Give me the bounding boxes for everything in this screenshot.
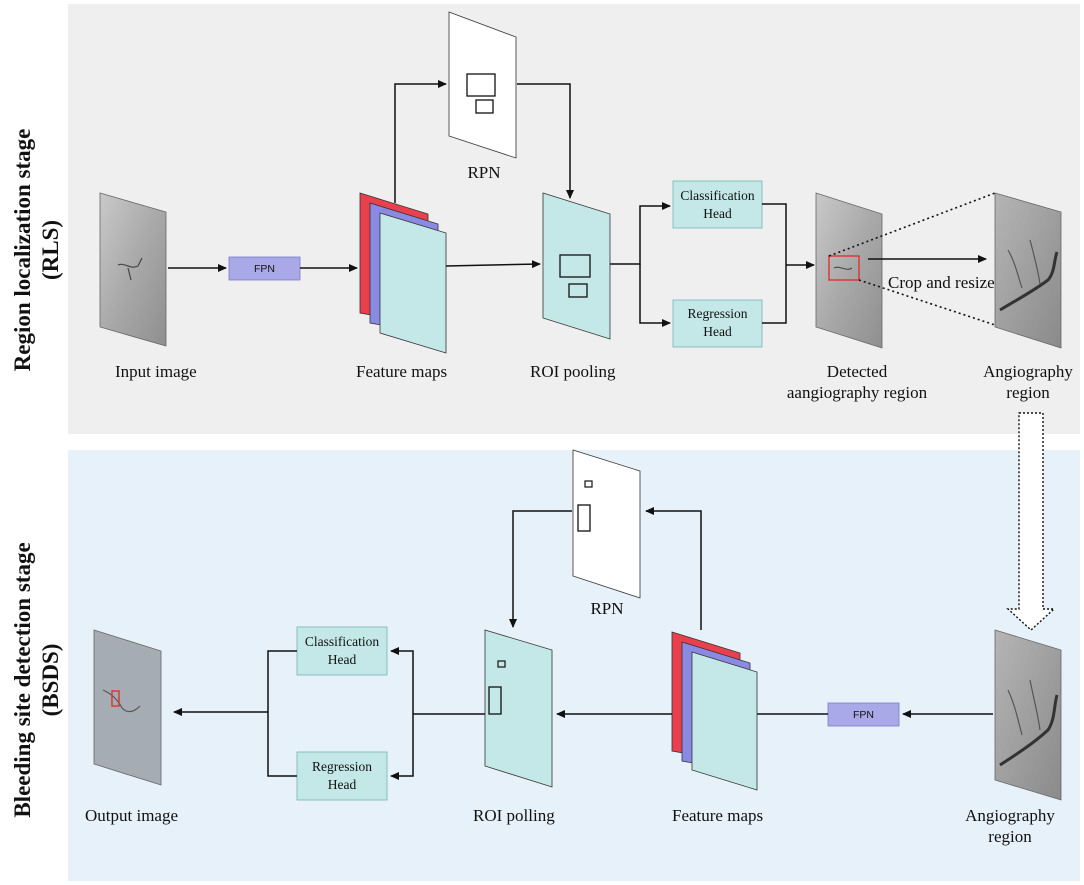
bsds-fpn-label: FPN: [853, 709, 874, 721]
bsds-output-image: [93, 629, 162, 786]
rls-cls-head-line1: Classification: [680, 188, 754, 203]
bsds-angio-label-2: region: [988, 827, 1032, 846]
rls-cls-head-line2: Head: [703, 206, 732, 221]
bsds-arrow-roi-reg: [390, 714, 414, 780]
bsds-roi-label: ROI polling: [473, 806, 555, 825]
svg-text:Bleeding site detection stage: Bleeding site detection stage: [10, 542, 35, 817]
svg-text:(RLS): (RLS): [38, 220, 63, 280]
rls-stage-title: Region localization stage (RLS): [10, 129, 63, 372]
rls-rpn: [448, 11, 517, 159]
bsds-cls-head-line2: Head: [328, 652, 357, 667]
rls-detected-label-1: Detected: [827, 362, 888, 381]
bsds-angiography-image: [994, 629, 1062, 801]
rls-arrow-maps-rpn: [394, 80, 447, 203]
rls-detected-label-2: aangiography region: [787, 383, 928, 402]
bsds-angio-label-1: Angiography: [965, 806, 1055, 825]
rls-roi-pooling: [542, 192, 611, 340]
bsds-arrow-roi-cls: [390, 647, 414, 714]
rls-reg-head-line2: Head: [703, 324, 732, 339]
bsds-stage-title: Bleeding site detection stage (BSDS): [10, 542, 63, 817]
bsds-merge-heads: [267, 650, 297, 777]
rls-arrow-roi-reg: [639, 264, 671, 327]
svg-text:Region localization stage: Region localization stage: [10, 129, 35, 372]
rls-detected-image: [815, 192, 883, 349]
rls-zoom-line-bottom: [858, 279, 996, 326]
bsds-reg-head-line2: Head: [328, 777, 357, 792]
bsds-rpn-label: RPN: [590, 599, 623, 618]
rls-merge-cls: [762, 203, 787, 324]
bsds-rpn: [572, 449, 641, 599]
bsds-roi-polling: [484, 629, 553, 788]
bsds-reg-head-line1: Regression: [312, 759, 372, 774]
rls-roi-label: ROI pooling: [530, 362, 616, 381]
rls-input-label: Input image: [115, 362, 197, 381]
bsds-classification-head: [296, 626, 388, 676]
rls-angiography-image: [994, 192, 1062, 349]
bsds-feature-maps: [671, 631, 758, 791]
rls-rpn-label: RPN: [467, 163, 500, 182]
rls-feature-maps: [359, 192, 447, 354]
rls-regression-head: [672, 299, 763, 348]
svg-text:(BSDS): (BSDS): [38, 644, 63, 717]
rls-classification-head: [672, 180, 763, 229]
bsds-cls-head-line1: Classification: [305, 634, 379, 649]
rls-reg-head-line1: Regression: [688, 306, 748, 321]
bsds-arrow-rpn-roi: [509, 510, 572, 628]
bsds-regression-head: [296, 751, 388, 801]
rls-arrow-roi-heads: [610, 202, 671, 265]
rls-arrow-rpn-roi: [517, 83, 574, 199]
rls-feature-maps-label: Feature maps: [356, 362, 447, 381]
bsds-arrow-maps-rpn: [645, 507, 702, 630]
rls-crop-label: Crop and resize: [888, 273, 995, 292]
bsds-output-label: Output image: [85, 806, 178, 825]
rls-arrow-maps-roi: [445, 260, 541, 269]
rls-input-image: [99, 192, 167, 347]
rls-fpn-label: FPN: [254, 263, 275, 275]
rls-angio-label-1: Angiography: [983, 362, 1073, 381]
bsds-feature-maps-label: Feature maps: [672, 806, 763, 825]
stage-transfer-arrow: [1006, 412, 1056, 631]
rls-angio-label-2: region: [1006, 383, 1050, 402]
